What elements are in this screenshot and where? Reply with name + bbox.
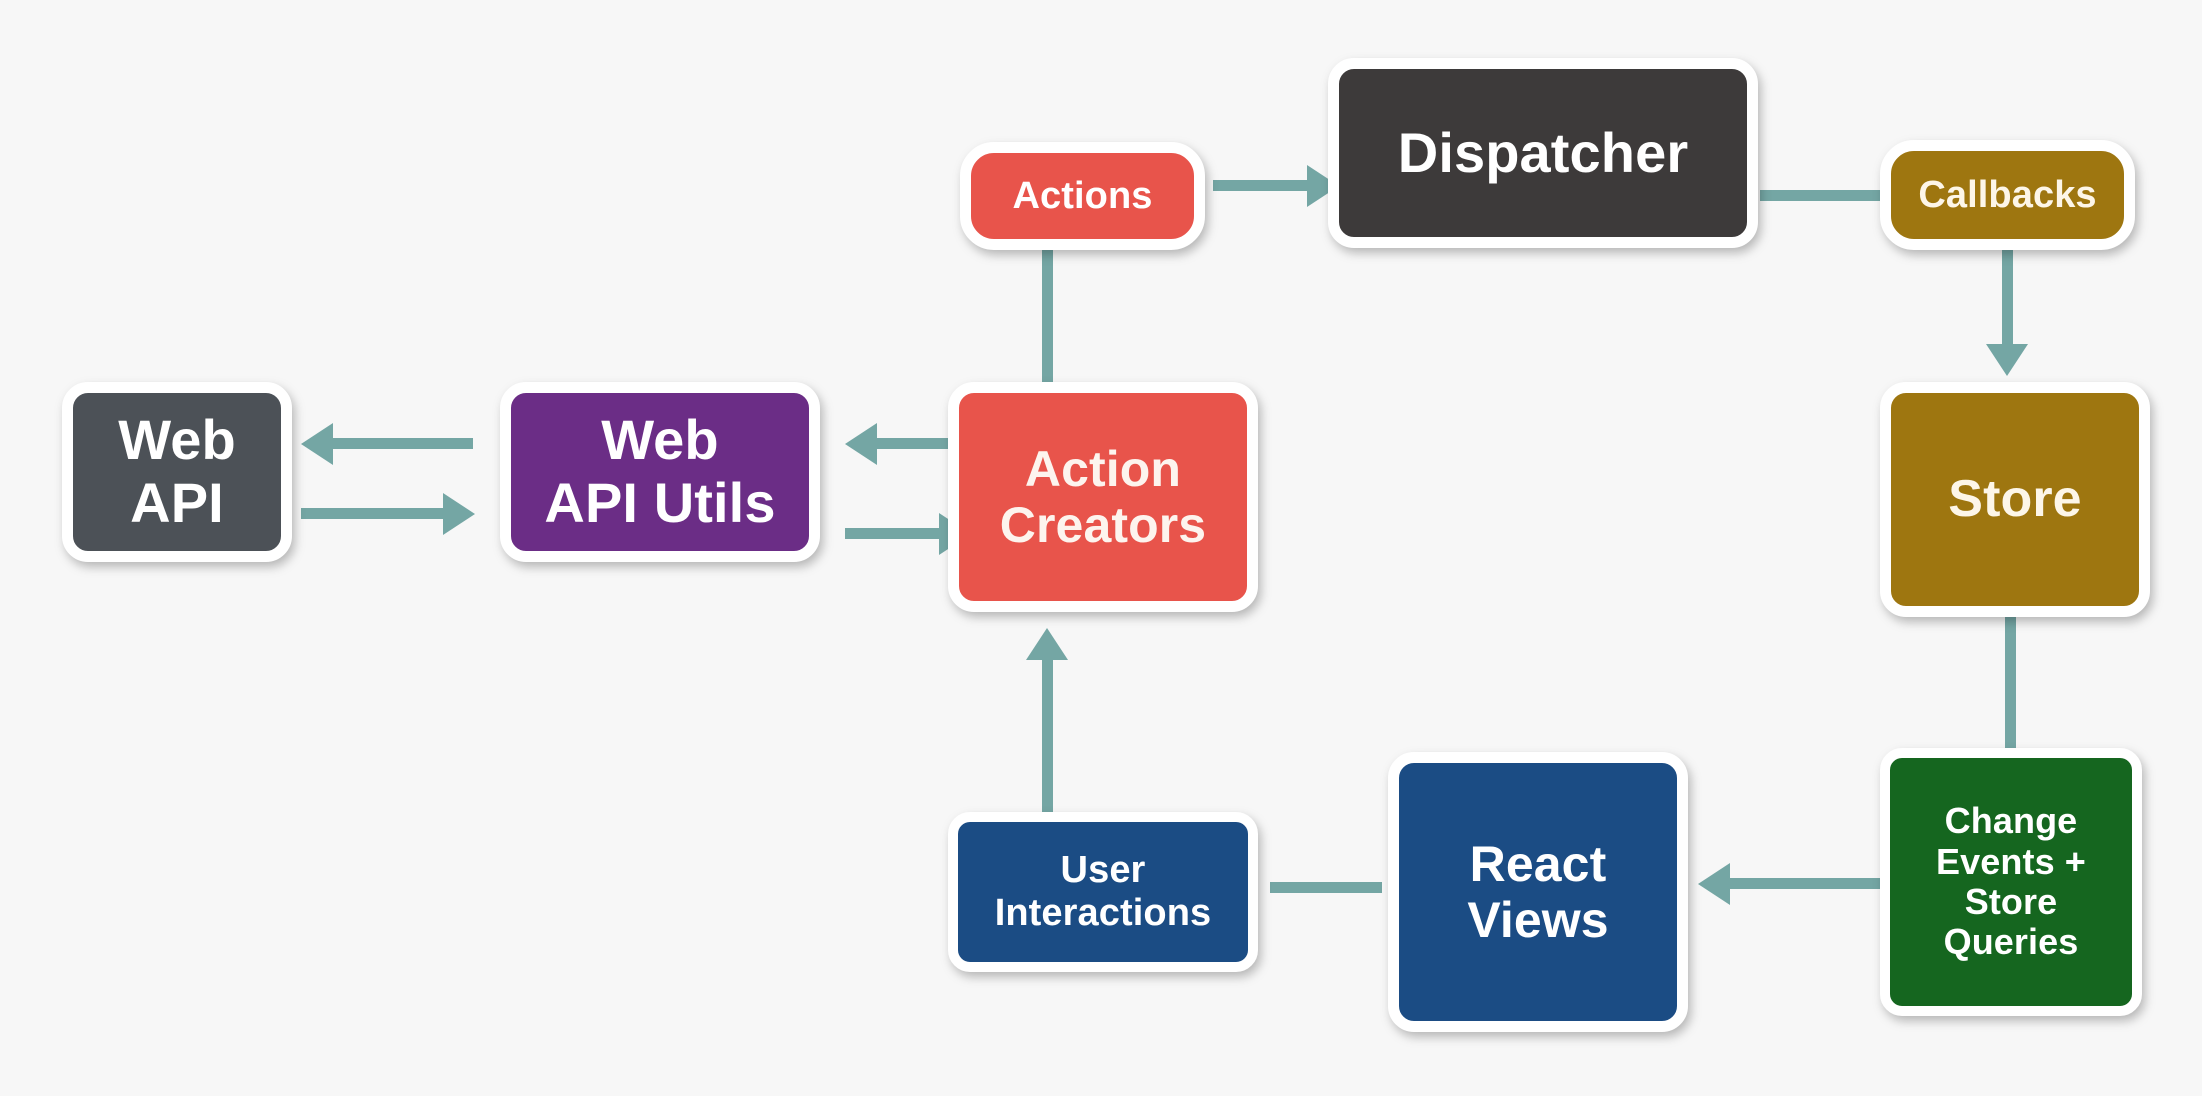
edge-callbacks-to-store-arrowhead: [1986, 344, 2028, 376]
node-actions[interactable]: Actions: [960, 142, 1205, 250]
edge-callbacks-to-store-line: [2002, 248, 2013, 348]
edge-actions-to-dispatcher-line: [1213, 180, 1307, 191]
node-callbacks[interactable]: Callbacks: [1880, 140, 2135, 250]
node-user-interactions[interactable]: User Interactions: [948, 812, 1258, 972]
edge-user-interactions-to-action-creators-arrowhead: [1026, 628, 1068, 660]
node-dispatcher[interactable]: Dispatcher: [1328, 58, 1758, 248]
edge-action-creators-to-web-api-utils-line: [877, 438, 972, 449]
edge-web-api-utils-to-action-creators-line: [845, 528, 939, 539]
edge-store-to-change-events-line: [2005, 614, 2016, 756]
edge-user-interactions-to-action-creators-line: [1042, 660, 1053, 818]
edge-web-api-to-web-api-utils-arrowhead: [443, 493, 475, 535]
edge-change-events-to-react-views-line: [1730, 878, 1882, 889]
edge-web-api-to-web-api-utils-line: [301, 508, 443, 519]
node-store[interactable]: Store: [1880, 382, 2150, 617]
node-action-creators[interactable]: Action Creators: [948, 382, 1258, 612]
edge-action-creators-to-web-api-utils-arrowhead: [845, 423, 877, 465]
edge-web-api-utils-to-web-api-arrowhead: [301, 423, 333, 465]
edge-action-creators-to-actions-line: [1042, 246, 1053, 390]
node-react-views[interactable]: React Views: [1388, 752, 1688, 1032]
node-change-events-store-queries[interactable]: Change Events + Store Queries: [1880, 748, 2142, 1016]
edge-react-views-to-user-interactions-line: [1270, 882, 1382, 893]
edge-web-api-utils-to-web-api-line: [333, 438, 473, 449]
edge-change-events-to-react-views-arrowhead: [1698, 863, 1730, 905]
node-web-api[interactable]: Web API: [62, 382, 292, 562]
edge-dispatcher-to-callbacks-line: [1760, 190, 1886, 201]
node-web-api-utils[interactable]: Web API Utils: [500, 382, 820, 562]
